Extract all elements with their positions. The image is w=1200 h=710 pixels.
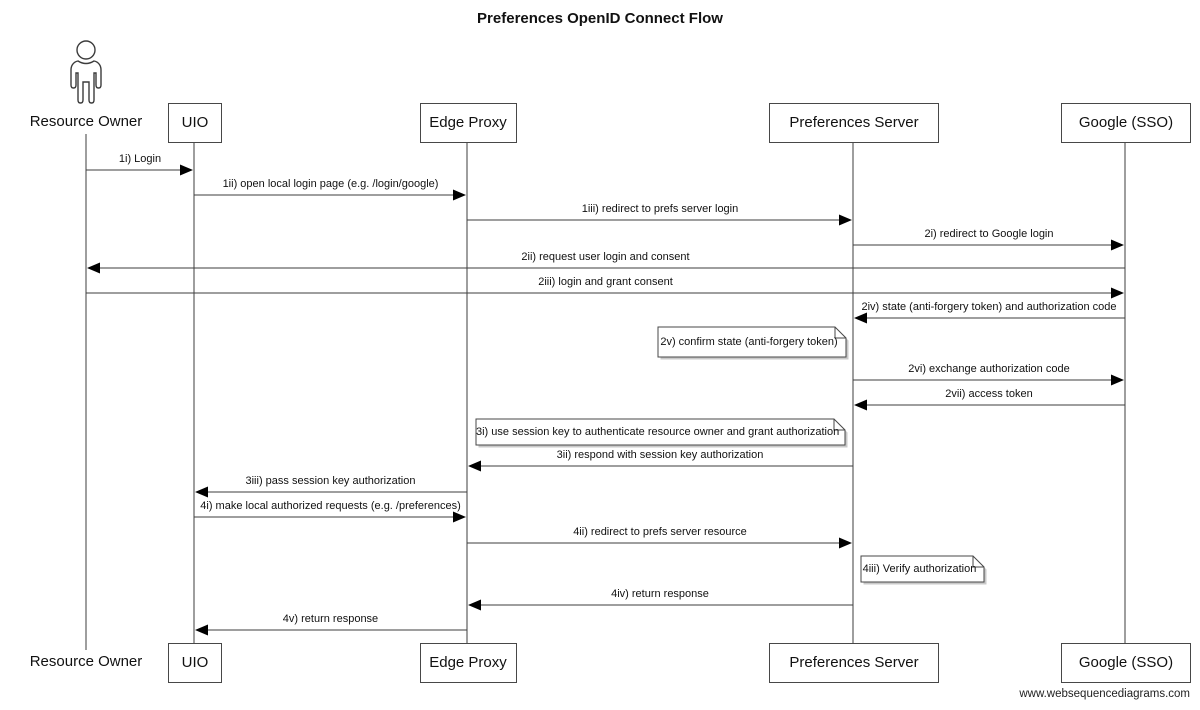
message-1ii-label: 1ii) open local login page (e.g. /login/… bbox=[222, 178, 439, 190]
actor-box-top-uio: UIO bbox=[168, 103, 222, 143]
watermark: www.websequencediagrams.com bbox=[1019, 688, 1190, 700]
note-3i-fold-icon bbox=[833, 419, 845, 431]
message-2iii-arrowhead bbox=[1111, 287, 1124, 299]
message-2vii-arrowhead bbox=[854, 399, 867, 411]
note-4iii-label: 4iii) Verify authorization bbox=[862, 563, 977, 575]
message-2i-arrowhead bbox=[1111, 239, 1124, 251]
message-4v-arrowhead bbox=[195, 624, 208, 636]
actor-box-top-preferences-server: Preferences Server bbox=[769, 103, 939, 143]
note-4iii-fold-icon bbox=[972, 556, 984, 568]
actor-name-bot-resource-owner: Resource Owner bbox=[29, 653, 143, 670]
actor-box-bot-edge-proxy: Edge Proxy bbox=[419, 643, 517, 683]
message-2i-label: 2i) redirect to Google login bbox=[924, 228, 1054, 240]
message-1i-arrowhead bbox=[180, 164, 193, 176]
note-2v-label: 2v) confirm state (anti-forgery token) bbox=[660, 336, 838, 348]
actor-box-top-edge-proxy: Edge Proxy bbox=[419, 103, 517, 143]
message-2vi-arrowhead bbox=[1111, 374, 1124, 386]
message-4iv-label: 4iv) return response bbox=[611, 588, 709, 600]
message-2vii-label: 2vii) access token bbox=[945, 388, 1033, 400]
message-2vi-label: 2vi) exchange authorization code bbox=[908, 363, 1070, 375]
message-4v-label: 4v) return response bbox=[282, 613, 379, 625]
note-2v-fold-icon bbox=[834, 327, 846, 339]
message-4ii-label: 4ii) redirect to prefs server resource bbox=[573, 526, 747, 538]
note-4iii-box bbox=[860, 555, 985, 583]
message-3iii-arrowhead bbox=[195, 486, 208, 498]
message-3ii-label: 3ii) respond with session key authorizat… bbox=[556, 449, 764, 461]
actor-box-top-google-sso: Google (SSO) bbox=[1061, 103, 1191, 143]
message-1i-label: 1i) Login bbox=[118, 153, 162, 165]
message-4ii-arrowhead bbox=[839, 537, 852, 549]
message-2iv-label: 2iv) state (anti-forgery token) and auth… bbox=[861, 301, 1117, 313]
actor-box-bot-uio: UIO bbox=[168, 643, 222, 683]
message-3iii-label: 3iii) pass session key authorization bbox=[245, 475, 416, 487]
note-3i-label: 3i) use session key to authenticate reso… bbox=[476, 426, 840, 438]
message-1ii-arrowhead bbox=[453, 189, 466, 201]
message-2ii-arrowhead bbox=[87, 262, 100, 274]
message-2ii-label: 2ii) request user login and consent bbox=[521, 251, 690, 263]
message-3ii-arrowhead bbox=[468, 460, 481, 472]
actor-figure-icon bbox=[70, 40, 102, 104]
message-4iv-arrowhead bbox=[468, 599, 481, 611]
message-2iii-label: 2iii) login and grant consent bbox=[538, 276, 673, 288]
note-2v-box bbox=[657, 326, 847, 358]
message-4i-label: 4i) make local authorized requests (e.g.… bbox=[200, 500, 461, 512]
note-3i-box bbox=[475, 418, 846, 446]
diagram-title: Preferences OpenID Connect Flow bbox=[477, 10, 723, 27]
message-1iii-label: 1iii) redirect to prefs server login bbox=[581, 203, 739, 215]
actor-name-top-resource-owner: Resource Owner bbox=[29, 113, 143, 130]
actor-box-bot-google-sso: Google (SSO) bbox=[1061, 643, 1191, 683]
actor-box-bot-preferences-server: Preferences Server bbox=[769, 643, 939, 683]
message-2iv-arrowhead bbox=[854, 312, 867, 324]
message-1iii-arrowhead bbox=[839, 214, 852, 226]
message-4i-arrowhead bbox=[453, 511, 466, 523]
